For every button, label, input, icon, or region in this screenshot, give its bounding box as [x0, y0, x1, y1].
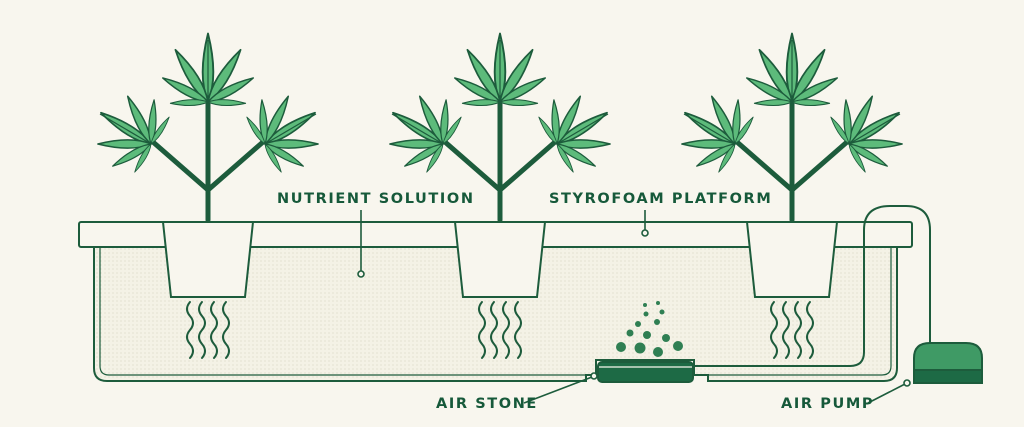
- air-pump-icon: [913, 342, 983, 384]
- air-stone-icon: [597, 361, 694, 383]
- air-tube: [694, 205, 931, 367]
- nutrient-solution-marker: [357, 270, 365, 278]
- leader-lines: [360, 210, 906, 404]
- air-stone-label: AIR STONE: [436, 396, 538, 412]
- styrofoam-platform-marker: [641, 229, 649, 237]
- air-bubbles-icon: [616, 301, 683, 357]
- nutrient-solution-label: NUTRIENT SOLUTION: [277, 191, 475, 207]
- reservoir-tank: [93, 246, 898, 382]
- air-pump-marker: [903, 379, 911, 387]
- air-stone-marker: [590, 372, 598, 380]
- styrofoam-platform-label: STYROFOAM PLATFORM: [549, 191, 773, 207]
- air-pump-label: AIR PUMP: [781, 396, 875, 412]
